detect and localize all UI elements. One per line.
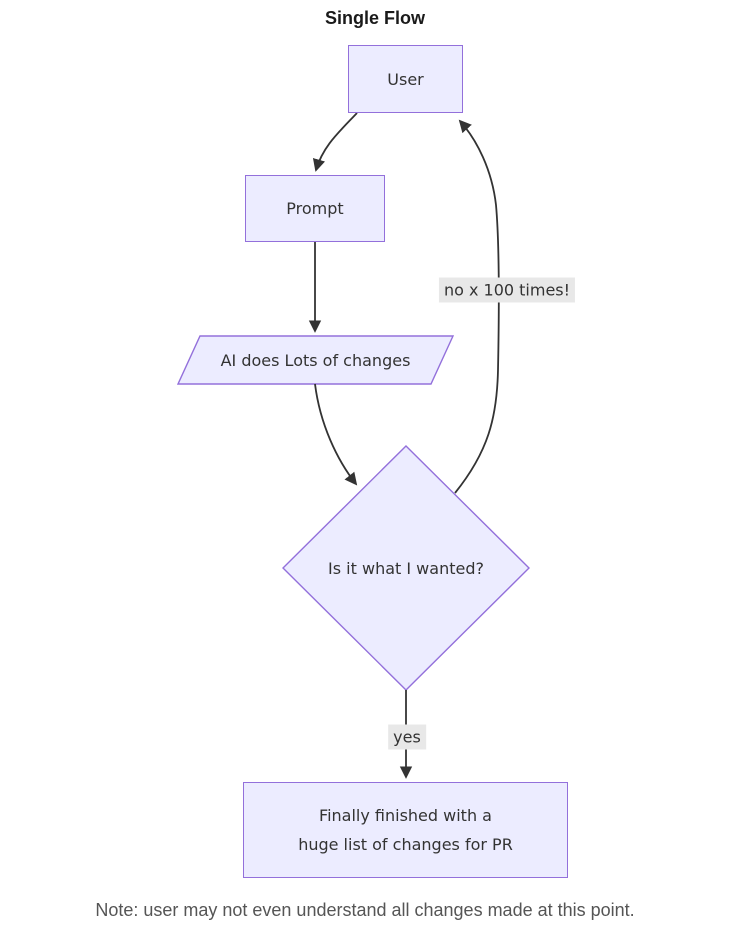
node-final-line1: Finally finished with a <box>319 806 492 825</box>
node-user: User <box>348 45 463 113</box>
node-final: Finally finished with a huge list of cha… <box>243 782 568 878</box>
decision-diamond-shape <box>282 445 530 691</box>
node-prompt-label: Prompt <box>286 199 344 218</box>
edge-label-no: no x 100 times! <box>438 277 576 303</box>
node-prompt: Prompt <box>245 175 385 242</box>
ai-parallelogram-shape <box>176 335 455 385</box>
edge-decision-to-user-no <box>454 119 500 494</box>
page-title: Single Flow <box>324 8 425 28</box>
edge-user-to-prompt <box>312 112 358 172</box>
footnote: Note: user may not even understand all c… <box>95 900 635 920</box>
node-final-line2: huge list of changes for PR <box>298 835 513 854</box>
node-user-label: User <box>387 69 424 89</box>
edge-label-yes: yes <box>388 724 426 750</box>
edge-ai-to-decision <box>314 383 358 486</box>
